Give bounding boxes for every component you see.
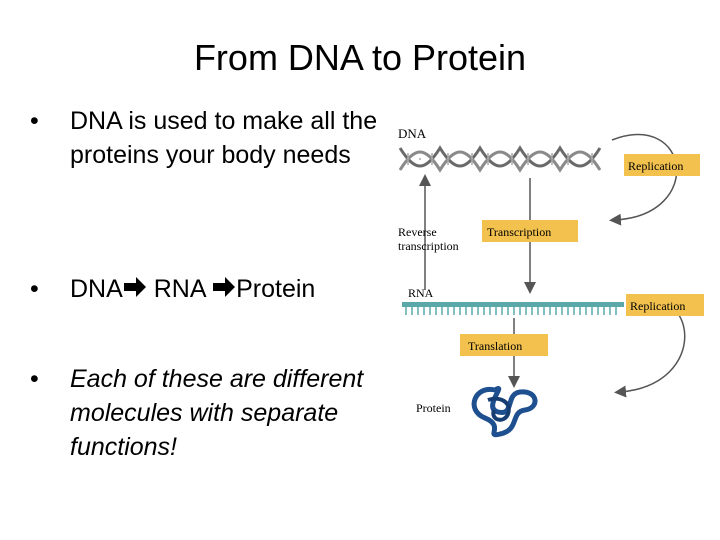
reverse-label-line1: Reverse — [398, 225, 437, 239]
protein-term: Protein — [236, 275, 316, 303]
dna-term: DNA — [70, 275, 123, 303]
replication-loop-1 — [609, 133, 678, 226]
rna-label: RNA — [408, 286, 434, 300]
bullet-marker: • — [30, 275, 39, 303]
dna-helix-icon — [398, 145, 602, 173]
rna-strand-icon — [402, 302, 624, 315]
transcription-box — [482, 220, 578, 242]
right-arrow-icon — [123, 273, 147, 307]
slide-title: From DNA to Protein — [193, 37, 527, 78]
right-arrow-icon — [212, 273, 236, 307]
bullet-marker: • — [30, 365, 39, 393]
transcription-label: Transcription — [487, 225, 551, 239]
central-dogma-diagram: DNA Replication Reverse transcription Tr… — [398, 126, 704, 438]
bullet-text-1: DNA is used to make all the proteins you… — [70, 107, 378, 169]
replication-box-2 — [626, 294, 704, 316]
protein-label: Protein — [416, 401, 451, 415]
translation-label: Translation — [468, 339, 522, 353]
bullet-text-3: Each of these are different molecules wi… — [70, 365, 364, 461]
bullet-marker: • — [30, 107, 39, 135]
bullet-text-2: DNA RNA Protein — [70, 272, 390, 307]
replication-label-2: Replication — [630, 299, 685, 313]
translation-box — [460, 334, 548, 356]
replication-label-1: Replication — [628, 159, 683, 173]
reverse-label-line2: transcription — [398, 239, 459, 253]
protein-icon — [471, 386, 538, 438]
replication-box-1 — [624, 154, 700, 176]
dna-label: DNA — [398, 126, 427, 141]
rna-term: RNA — [153, 275, 206, 303]
